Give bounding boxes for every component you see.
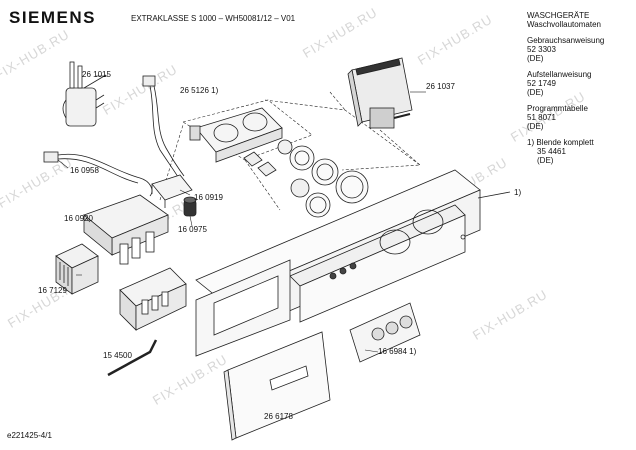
- part-label: 16 0919: [194, 193, 223, 202]
- control-board-small: [151, 174, 193, 208]
- switch-module: [83, 194, 169, 265]
- part-label: 16 0958: [70, 166, 99, 175]
- lever-rod: [107, 339, 158, 377]
- drawer-cover: [223, 331, 331, 441]
- doc-lang: (DE): [527, 88, 544, 97]
- category-line-2: Waschvollautomaten: [527, 20, 601, 29]
- doc-title: 1) Blende komplett: [527, 138, 594, 147]
- doc-number: 35 4461: [537, 147, 566, 156]
- part-label: 15 4500: [103, 351, 132, 360]
- doc-lang: (DE): [527, 54, 544, 63]
- electronic-module: [347, 57, 413, 129]
- control-panel-fascia: [195, 169, 511, 357]
- part-label: 16 7129: [38, 286, 67, 295]
- doc-title: Aufstellanweisung: [527, 70, 592, 79]
- side-panel: WASCHGERÄTE Waschvollautomaten Gebrauchs…: [527, 11, 604, 165]
- part-label: 26 1037: [426, 82, 455, 91]
- small-knob: [183, 196, 197, 217]
- doc-number: 52 3303: [527, 45, 556, 54]
- selector-knobs: [243, 139, 369, 218]
- part-label: 26 1015: [82, 70, 111, 79]
- part-label: 26 5126 1): [180, 86, 219, 95]
- button-panel: [349, 302, 421, 363]
- part-label: 16 6984 1): [378, 347, 417, 356]
- doc-number: 52 1749: [527, 79, 556, 88]
- part-label: 16 0975: [178, 225, 207, 234]
- part-label: 16 0920: [64, 214, 93, 223]
- category-line-1: WASCHGERÄTE: [527, 11, 590, 20]
- doc-lang: (DE): [527, 122, 544, 131]
- part-label: 1): [514, 188, 522, 197]
- wiring-loom: [142, 75, 185, 181]
- brand-logo: SIEMENS: [9, 8, 97, 27]
- part-label: 26 6178: [264, 412, 293, 421]
- doc-number: 51 8071: [527, 113, 556, 122]
- drawing-id: e221425-4/1: [7, 431, 52, 440]
- knob-carrier: [189, 107, 283, 163]
- connector-block: [55, 243, 99, 295]
- doc-title: Programmtabelle: [527, 104, 588, 113]
- doc-title: Gebrauchsanweisung: [527, 36, 605, 45]
- doc-lang: (DE): [537, 156, 554, 165]
- model-title: EXTRAKLASSE S 1000 – WH50081/12 – V01: [131, 14, 296, 23]
- filter-part: [62, 61, 107, 127]
- light-guide: [119, 267, 187, 331]
